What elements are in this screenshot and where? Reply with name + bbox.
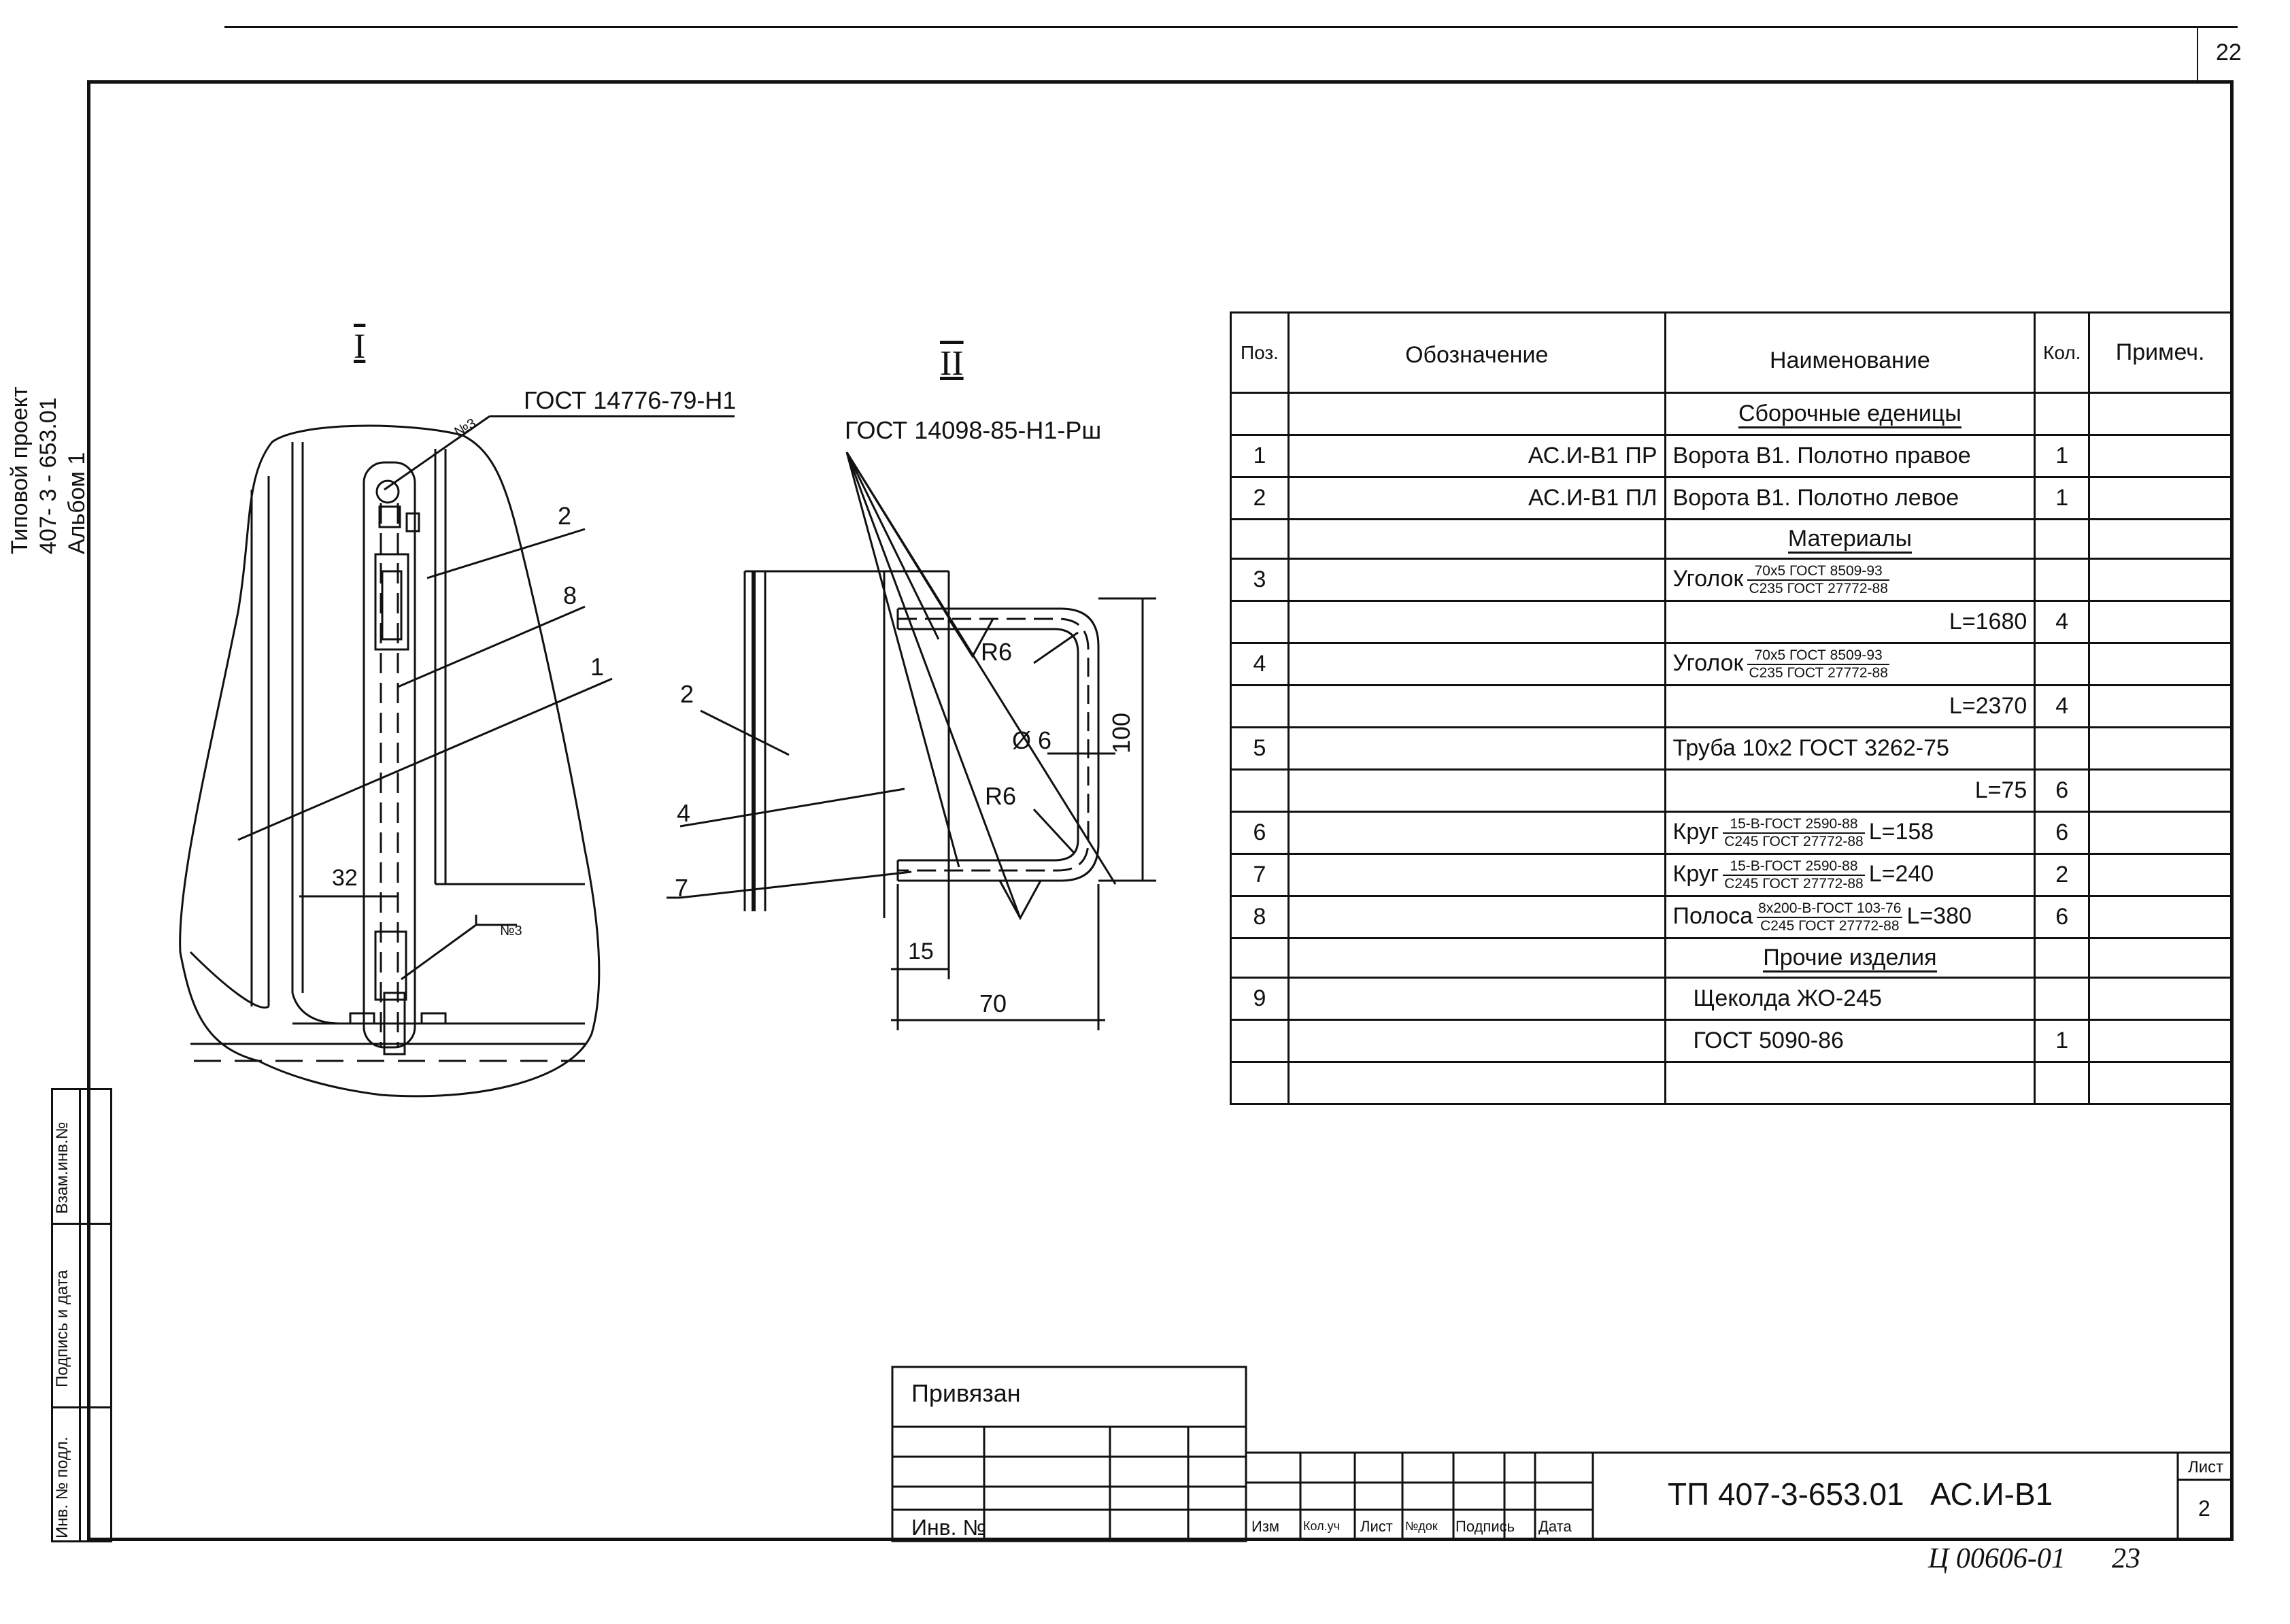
stamp-page: 23 xyxy=(2112,1543,2140,1574)
view1-callout-1: 1 xyxy=(590,653,605,681)
view2-r-bottom: R6 xyxy=(985,782,1017,810)
view2-dim-15: 15 xyxy=(908,938,934,964)
view2-gost: ГОСТ 14098-85-Н1-Рш xyxy=(845,416,1102,444)
col-data: Дата xyxy=(1538,1518,1572,1535)
list-number: 2 xyxy=(2198,1496,2210,1521)
view2-r-top: R6 xyxy=(981,638,1013,666)
top-sheet-box xyxy=(2197,26,2198,80)
section-other: Прочие изделия xyxy=(1664,937,2036,979)
header-pos: Поз. xyxy=(1230,311,1290,394)
table-row: 1 АС.И-В1 ПР Ворота В1. Полотно правое 1 xyxy=(1230,434,2232,478)
spec-table: Поз. Обозначение Наименование Кол. Приме… xyxy=(1230,311,2232,1105)
side-stamp xyxy=(51,1088,112,1542)
view1-title: I xyxy=(354,327,366,366)
title-block: Привязан Инв. № Изм Кол.уч Лист №док Под… xyxy=(891,1366,2234,1542)
view2-callout-2: 2 xyxy=(680,680,694,708)
col-podpis: Подпись xyxy=(1455,1518,1515,1535)
table-row: 5 Труба 10х2 ГОСТ 3262-75 xyxy=(1230,726,2232,771)
view2-callout-4: 4 xyxy=(677,799,691,827)
col-list: Лист xyxy=(1360,1518,1393,1535)
view1-callout-2: 2 xyxy=(558,502,572,530)
col-izm: Изм xyxy=(1251,1518,1280,1535)
col-ndok: №док xyxy=(1405,1519,1438,1533)
col-kol-uch: Кол.уч xyxy=(1303,1519,1340,1533)
section-materials: Материалы xyxy=(1664,518,2036,560)
top-sheet-number: 22 xyxy=(2216,39,2242,65)
top-rule xyxy=(224,26,2238,28)
list-label: Лист xyxy=(2188,1458,2224,1476)
view1-gost: ГОСТ 14776-79-Н1 xyxy=(524,386,737,414)
inv-no-label: Инв. № xyxy=(911,1515,986,1540)
header-note: Примеч. xyxy=(2088,311,2232,394)
view1-dim-32: 32 xyxy=(332,865,358,891)
view2-title: II xyxy=(940,344,964,383)
table-row: 2 АС.И-В1 ПЛ Ворота В1. Полотно левое 1 xyxy=(1230,476,2232,520)
view2-callout-7: 7 xyxy=(675,874,689,902)
table-row: 9 Щеколда ЖО-245 xyxy=(1230,977,2232,1021)
main-frame xyxy=(87,80,2234,1541)
stamp-number: Ц 00606-01 xyxy=(1928,1543,2066,1574)
table-row: ГОСТ 5090-86 1 xyxy=(1230,1019,2232,1063)
header-oboz: Обозначение xyxy=(1287,311,1666,394)
header-qty: Кол. xyxy=(2034,311,2091,394)
document-code: ТП 407-3-653.01 АС.И-В1 xyxy=(1668,1476,2053,1512)
header-name: Наименование xyxy=(1664,311,2036,394)
view1-weld-mark-2: №3 xyxy=(500,924,522,938)
privyazan-label: Привязан xyxy=(911,1379,1021,1407)
view1-callout-8: 8 xyxy=(563,581,577,609)
view2-dim-70: 70 xyxy=(979,989,1007,1017)
section-assembly: Сборочные еденицы xyxy=(1664,392,2036,436)
